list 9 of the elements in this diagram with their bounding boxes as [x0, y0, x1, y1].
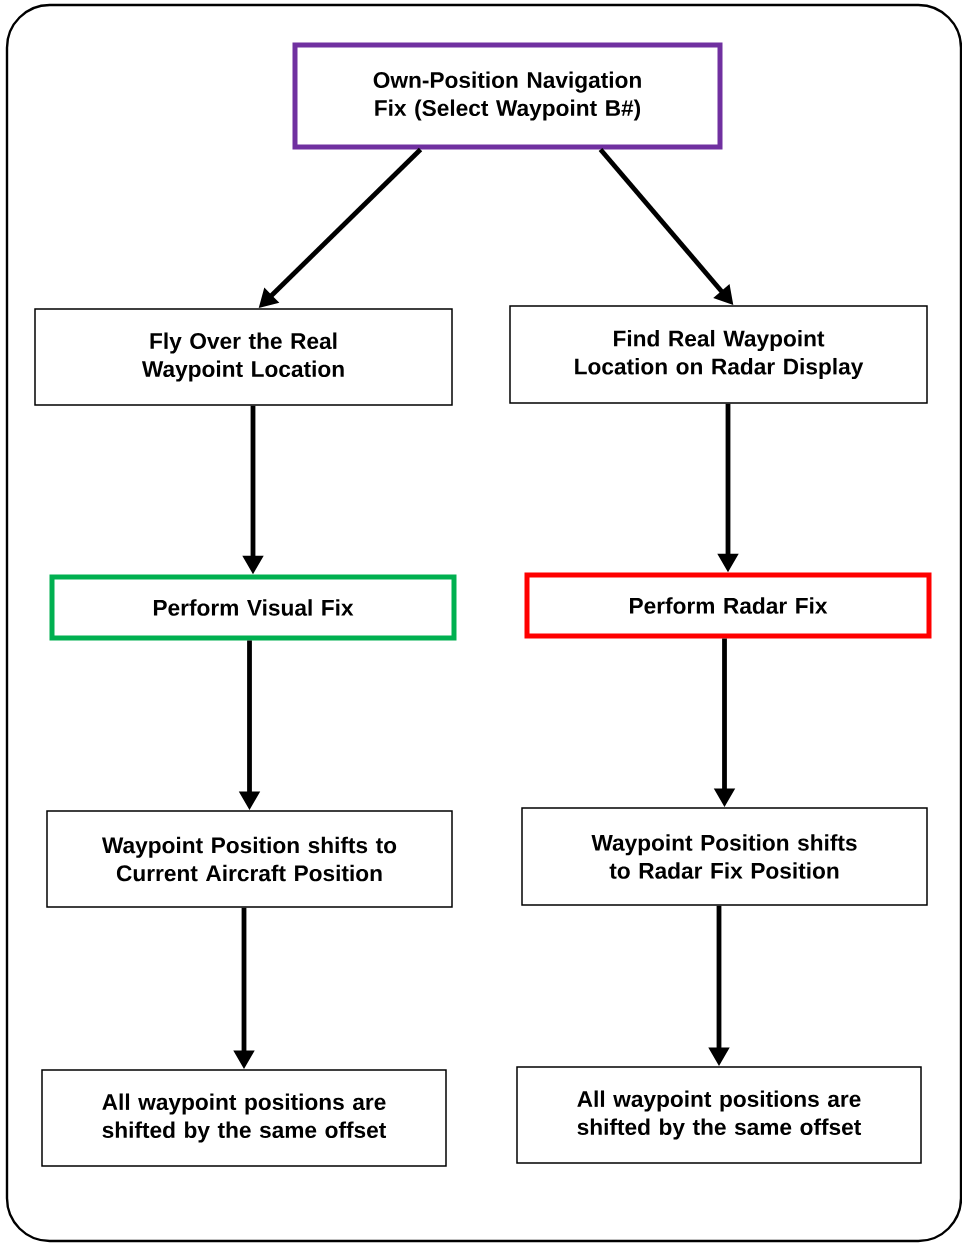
- process-box: Find Real Waypoint Location on Radar Display: [509, 305, 928, 404]
- process-box: All waypoint positions are shifted by the same offset: [516, 1066, 922, 1164]
- process-box: Waypoint Position shifts to Radar Fix Position: [521, 807, 928, 906]
- fix-box: Perform Radar Fix: [524, 572, 932, 639]
- fix-box: Perform Visual Fix: [49, 574, 457, 641]
- fix-box: Own-Position Navigation Fix (Select Waypoint B#): [292, 42, 723, 150]
- process-box: Fly Over the Real Waypoint Location: [34, 308, 453, 406]
- process-box: Waypoint Position shifts to Current Aircraft Position: [46, 810, 453, 908]
- process-box: All waypoint positions are shifted by the same offset: [41, 1069, 447, 1167]
